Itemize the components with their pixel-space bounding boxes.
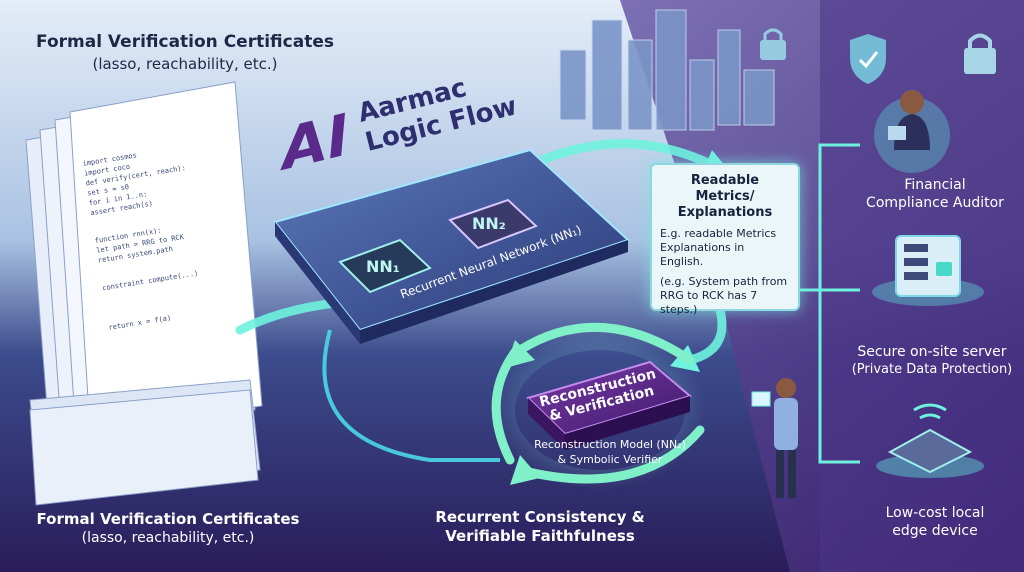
server-label-1: Secure on-site server <box>840 344 1024 360</box>
recon-sub-2: & Symbolic Verifier <box>530 453 690 466</box>
server-label-2: (Private Data Protection) <box>840 362 1024 377</box>
chip-nn2-label: NN₂ <box>472 214 506 233</box>
metrics-body-2: (e.g. System path from RRG to RCK has 7 … <box>660 275 790 317</box>
bottom-subtitle: (lasso, reachability, etc.) <box>18 530 318 546</box>
recon-sub-1: Reconstruction Model (NN₂) <box>530 438 690 451</box>
top-subtitle: (lasso, reachability, etc.) <box>20 55 350 73</box>
auditor-label-1: Financial <box>850 177 1020 193</box>
chip-nn1-label: NN₁ <box>366 257 400 276</box>
edge-label-1: Low-cost local <box>850 505 1020 521</box>
bottom-title: Formal Verification Certificates <box>18 510 318 528</box>
metrics-title-1: Readable Metrics/ <box>660 173 790 205</box>
cycle-label-1: Recurrent Consistency & <box>420 508 660 526</box>
cycle-label-2: Verifiable Faithfulness <box>420 527 660 545</box>
metrics-panel: Readable Metrics/ Explanations E.g. read… <box>650 163 800 311</box>
metrics-title-2: Explanations <box>660 205 790 221</box>
top-title: Formal Verification Certificates <box>20 32 350 52</box>
metrics-body-1: E.g. readable Metrics Explanations in En… <box>660 227 790 269</box>
edge-label-2: edge device <box>850 523 1020 539</box>
auditor-label-2: Compliance Auditor <box>850 195 1020 211</box>
